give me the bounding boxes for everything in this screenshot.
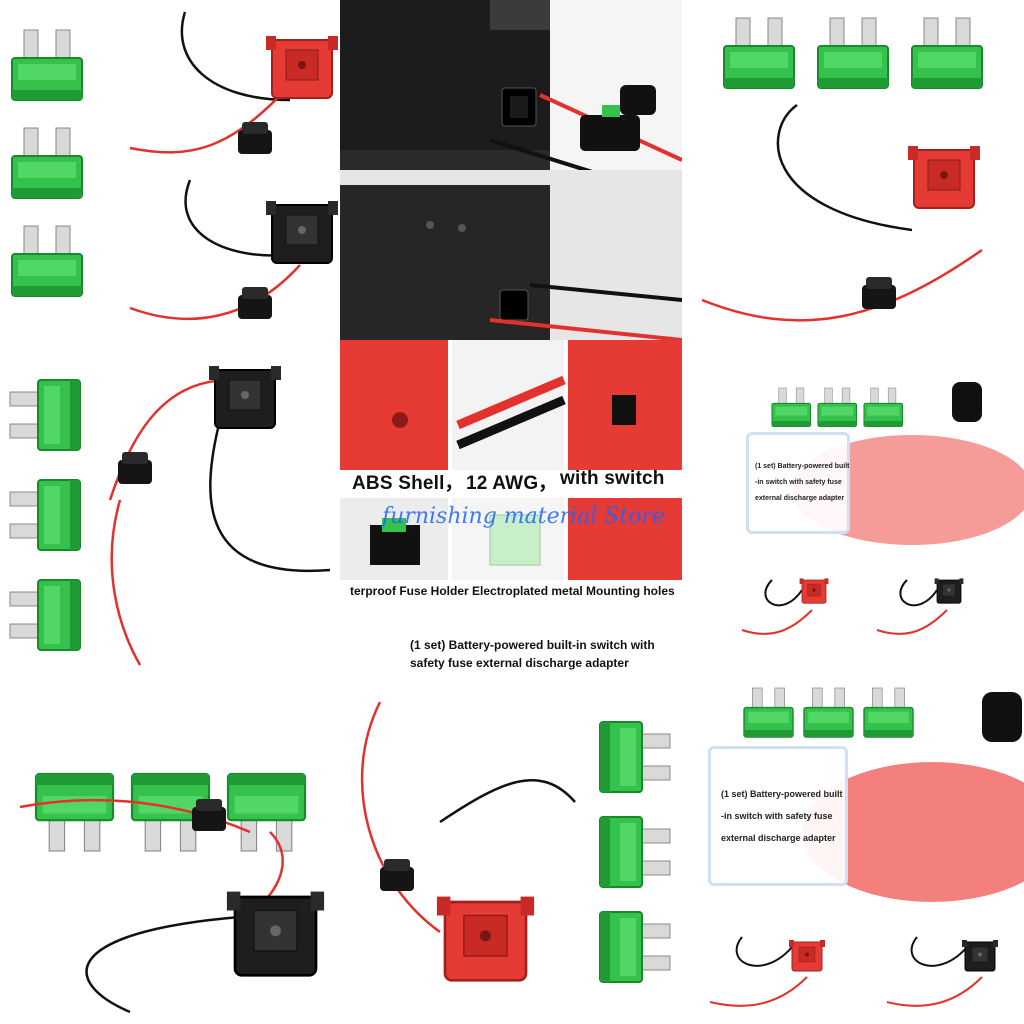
feature-closeups-photo (340, 340, 682, 580)
info-card-small: (1 set) Battery-powered built -in switch… (746, 432, 850, 534)
black-adapter-bottom-photo (19, 772, 326, 1014)
product-tile-top-left (0, 0, 340, 340)
info-card-large-line2: -in switch with safety fuse (721, 811, 833, 821)
black-adapter-with-fuses-photo (9, 365, 331, 666)
info-card-small-line1: (1 set) Battery-powered built (755, 463, 850, 470)
product-tile-bottom-center (340, 682, 682, 1024)
product-tile-middle-left (0, 340, 340, 682)
product-tile-bottom-right: (1 set) Battery-powered built -in switch… (682, 682, 1024, 1024)
info-card-background-photo (741, 382, 1024, 635)
product-title-line2: safety fuse external discharge adapter (410, 656, 629, 670)
product-tile-top-right (682, 0, 1024, 340)
product-tile-top-center (340, 0, 682, 340)
info-card-large-background-photo (709, 687, 1024, 1007)
feature-caption-12awg: 12 AWG， (466, 473, 558, 494)
product-tile-bottom-left (0, 682, 340, 1024)
feature-caption-switch: with switch (560, 468, 665, 489)
feature-caption-row2: terproof Fuse Holder Electroplated metal… (350, 584, 675, 598)
feature-caption-abs-shell: ABS Shell， (352, 473, 464, 494)
product-tile-middle-center: ABS Shell， 12 AWG， with switch terproof … (340, 340, 682, 682)
info-card-large: (1 set) Battery-powered built -in switch… (708, 746, 848, 886)
product-title-line1: (1 set) Battery-powered built-in switch … (410, 638, 655, 652)
fuses-and-adapters-photo (11, 11, 339, 321)
info-card-large-line1: (1 set) Battery-powered built (721, 789, 843, 799)
red-adapter-with-fuses-photo (701, 17, 983, 322)
info-card-large-line3: external discharge adapter (721, 833, 836, 843)
info-card-small-line2: -in switch with safety fuse (755, 479, 842, 486)
red-adapter-bottom-photo (360, 701, 671, 983)
store-watermark: furnishing material Store (382, 504, 666, 529)
product-tile-middle-right: (1 set) Battery-powered built -in switch… (682, 340, 1024, 682)
adapter-closeup-photo (340, 0, 682, 340)
info-card-small-line3: external discharge adapter (755, 495, 845, 502)
